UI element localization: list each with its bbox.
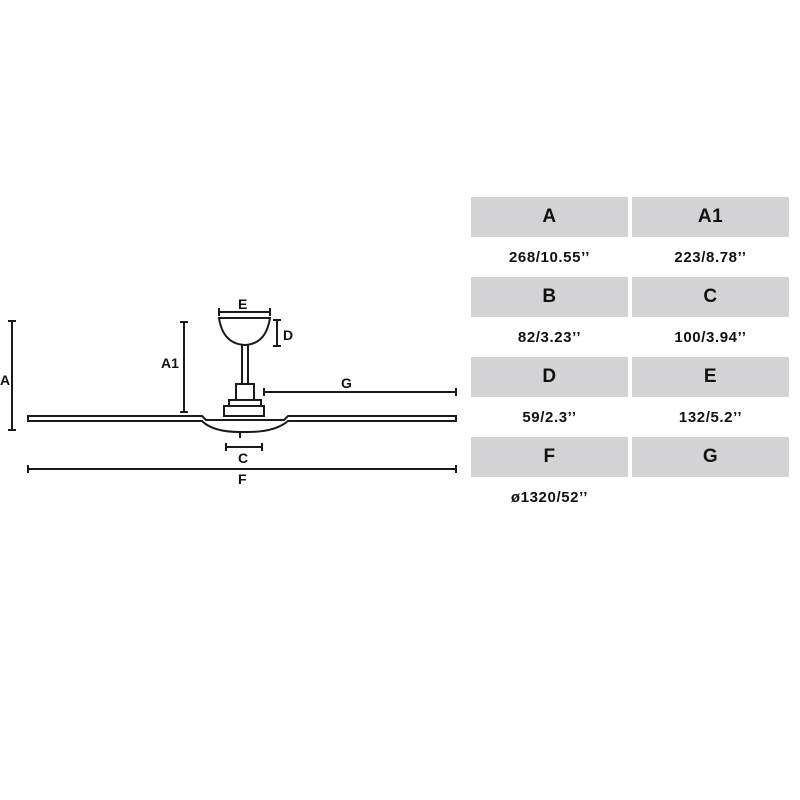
header-cell: C bbox=[632, 277, 789, 317]
header-cell: D bbox=[471, 357, 628, 397]
table-header-row: D E bbox=[471, 357, 789, 397]
table-value-row: 82/3.23’’ 100/3.94’’ bbox=[471, 317, 789, 357]
label-F: F bbox=[238, 471, 247, 487]
header-cell: G bbox=[632, 437, 789, 477]
canopy-shape bbox=[217, 317, 272, 347]
header-cell: A1 bbox=[632, 197, 789, 237]
value-cell: 59/2.3’’ bbox=[522, 408, 577, 426]
table-value-row: 59/2.3’’ 132/5.2’’ bbox=[471, 397, 789, 437]
table-header-row: B C bbox=[471, 277, 789, 317]
table-header-row: A A1 bbox=[471, 197, 789, 237]
motor-coupling bbox=[235, 383, 255, 401]
value-cell: ø1320/52’’ bbox=[510, 488, 589, 506]
fan-dimension-drawing: A A1 E D G C F bbox=[0, 296, 457, 487]
table-header-row: F G bbox=[471, 437, 789, 477]
value-cell: 82/3.23’’ bbox=[517, 328, 582, 346]
value-cell: 132/5.2’’ bbox=[678, 408, 743, 426]
dimensions-table: A A1 268/10.55’’ 223/8.78’’ B C 82/3.23’… bbox=[471, 197, 789, 517]
value-cell: 223/8.78’’ bbox=[674, 248, 747, 266]
label-G: G bbox=[341, 375, 352, 391]
label-A: A bbox=[0, 372, 10, 388]
label-A1: A1 bbox=[161, 355, 179, 371]
header-cell: F bbox=[471, 437, 628, 477]
label-D: D bbox=[283, 327, 293, 343]
label-C: C bbox=[238, 450, 248, 466]
motor-body bbox=[223, 405, 265, 417]
header-cell: A bbox=[471, 197, 628, 237]
header-cell: B bbox=[471, 277, 628, 317]
table-value-row: 268/10.55’’ 223/8.78’’ bbox=[471, 237, 789, 277]
value-cell bbox=[632, 477, 789, 517]
label-E: E bbox=[238, 296, 247, 312]
value-cell: 100/3.94’’ bbox=[674, 328, 747, 346]
header-cell: E bbox=[632, 357, 789, 397]
table-value-row: ø1320/52’’ bbox=[471, 477, 789, 517]
blade-outline bbox=[27, 415, 457, 433]
value-cell: 268/10.55’’ bbox=[508, 248, 591, 266]
